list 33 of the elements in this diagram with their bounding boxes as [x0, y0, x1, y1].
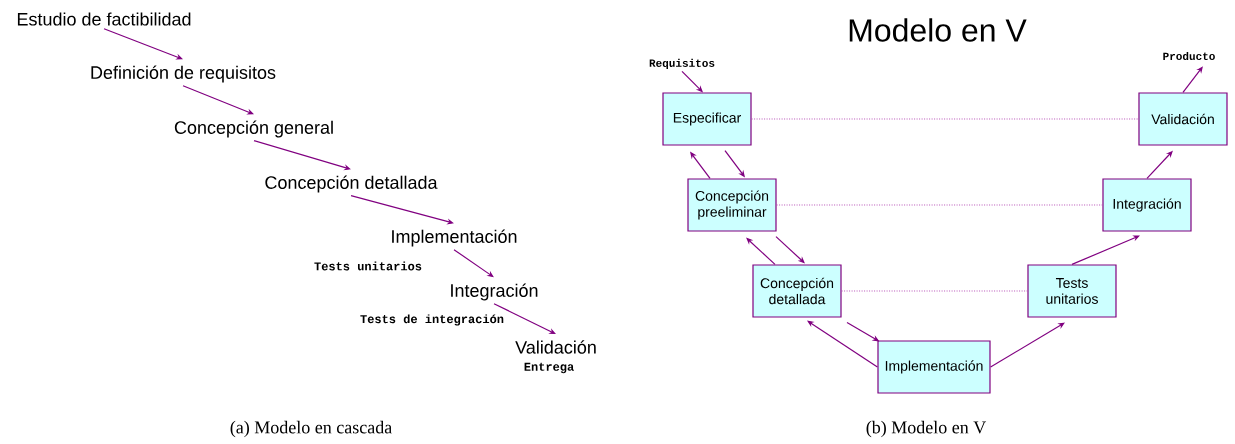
- flow-label: Producto: [1163, 51, 1215, 61]
- arrow: [182, 85, 254, 115]
- process-box: Concepción detallada: [752, 264, 842, 318]
- arrow: [990, 322, 1065, 368]
- process-box: Tests unitarios: [1027, 264, 1117, 318]
- subfigure-caption: (b) Modelo en V: [866, 420, 987, 438]
- stage-label: Implementación: [392, 229, 517, 247]
- stage-label: Definición de requisitos: [91, 65, 276, 83]
- process-box: Validación: [1138, 92, 1228, 146]
- stage-label: Concepción detallada: [265, 175, 438, 193]
- stage-label: Validación: [515, 340, 596, 354]
- note-text: Tests de integración: [360, 314, 504, 326]
- arrow: [103, 28, 183, 60]
- stage-label: Estudio de factibilidad: [17, 12, 191, 26]
- diagram-title: Modelo en V: [849, 18, 1027, 42]
- dotted-line: [776, 204, 1103, 206]
- stage-label: Integración: [451, 283, 538, 301]
- process-box: Implementación: [877, 340, 991, 394]
- note-text: Tests unitarios: [314, 261, 422, 271]
- arrow: [1071, 235, 1140, 265]
- arrow: [453, 249, 494, 278]
- flow-label: Requisitos: [649, 58, 715, 70]
- note-text: Entrega: [524, 362, 574, 374]
- stage-label: Concepción general: [174, 120, 333, 138]
- arrow: [1182, 66, 1203, 93]
- dotted-line: [751, 118, 1139, 120]
- dotted-line: [841, 290, 1028, 292]
- arrow: [350, 195, 454, 225]
- subfigure-caption: (a) Modelo en cascada: [230, 420, 392, 438]
- arrow: [807, 320, 878, 368]
- process-box: Especificar: [662, 92, 752, 146]
- process-box: Concepción preeliminar: [687, 178, 777, 232]
- process-box: Integración: [1102, 178, 1192, 232]
